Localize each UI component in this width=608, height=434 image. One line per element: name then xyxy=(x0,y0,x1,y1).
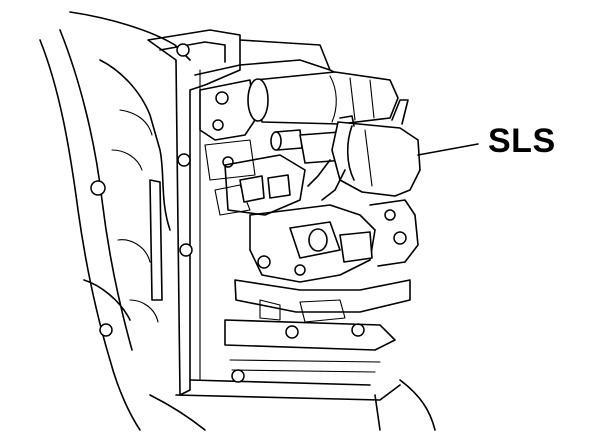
flange-bolt xyxy=(231,369,245,383)
case-bolt xyxy=(90,180,106,196)
lower-valve-body xyxy=(224,154,419,373)
transmission-case xyxy=(39,11,436,431)
valve-body-bolt xyxy=(393,231,407,245)
case-bolt xyxy=(99,323,113,337)
flange-bolt xyxy=(176,43,190,57)
valve-body-bolt xyxy=(212,119,224,131)
valve-body-bolt xyxy=(294,264,306,276)
sls-callout-label: SLS xyxy=(488,122,556,160)
sls-solenoid xyxy=(270,99,421,201)
valve-body-bolt xyxy=(215,91,229,105)
sls-leader-line xyxy=(417,143,479,156)
flange-bolt xyxy=(179,243,193,257)
upper-solenoid xyxy=(247,71,399,125)
upper-valve-body xyxy=(194,39,356,216)
valve-body-flange xyxy=(147,29,401,401)
flange-bolt xyxy=(351,323,365,337)
valve-body-bolt xyxy=(257,255,271,269)
valve-body-bolt xyxy=(384,209,396,221)
flange-bolt xyxy=(285,325,299,339)
flange-bolt xyxy=(177,153,191,167)
